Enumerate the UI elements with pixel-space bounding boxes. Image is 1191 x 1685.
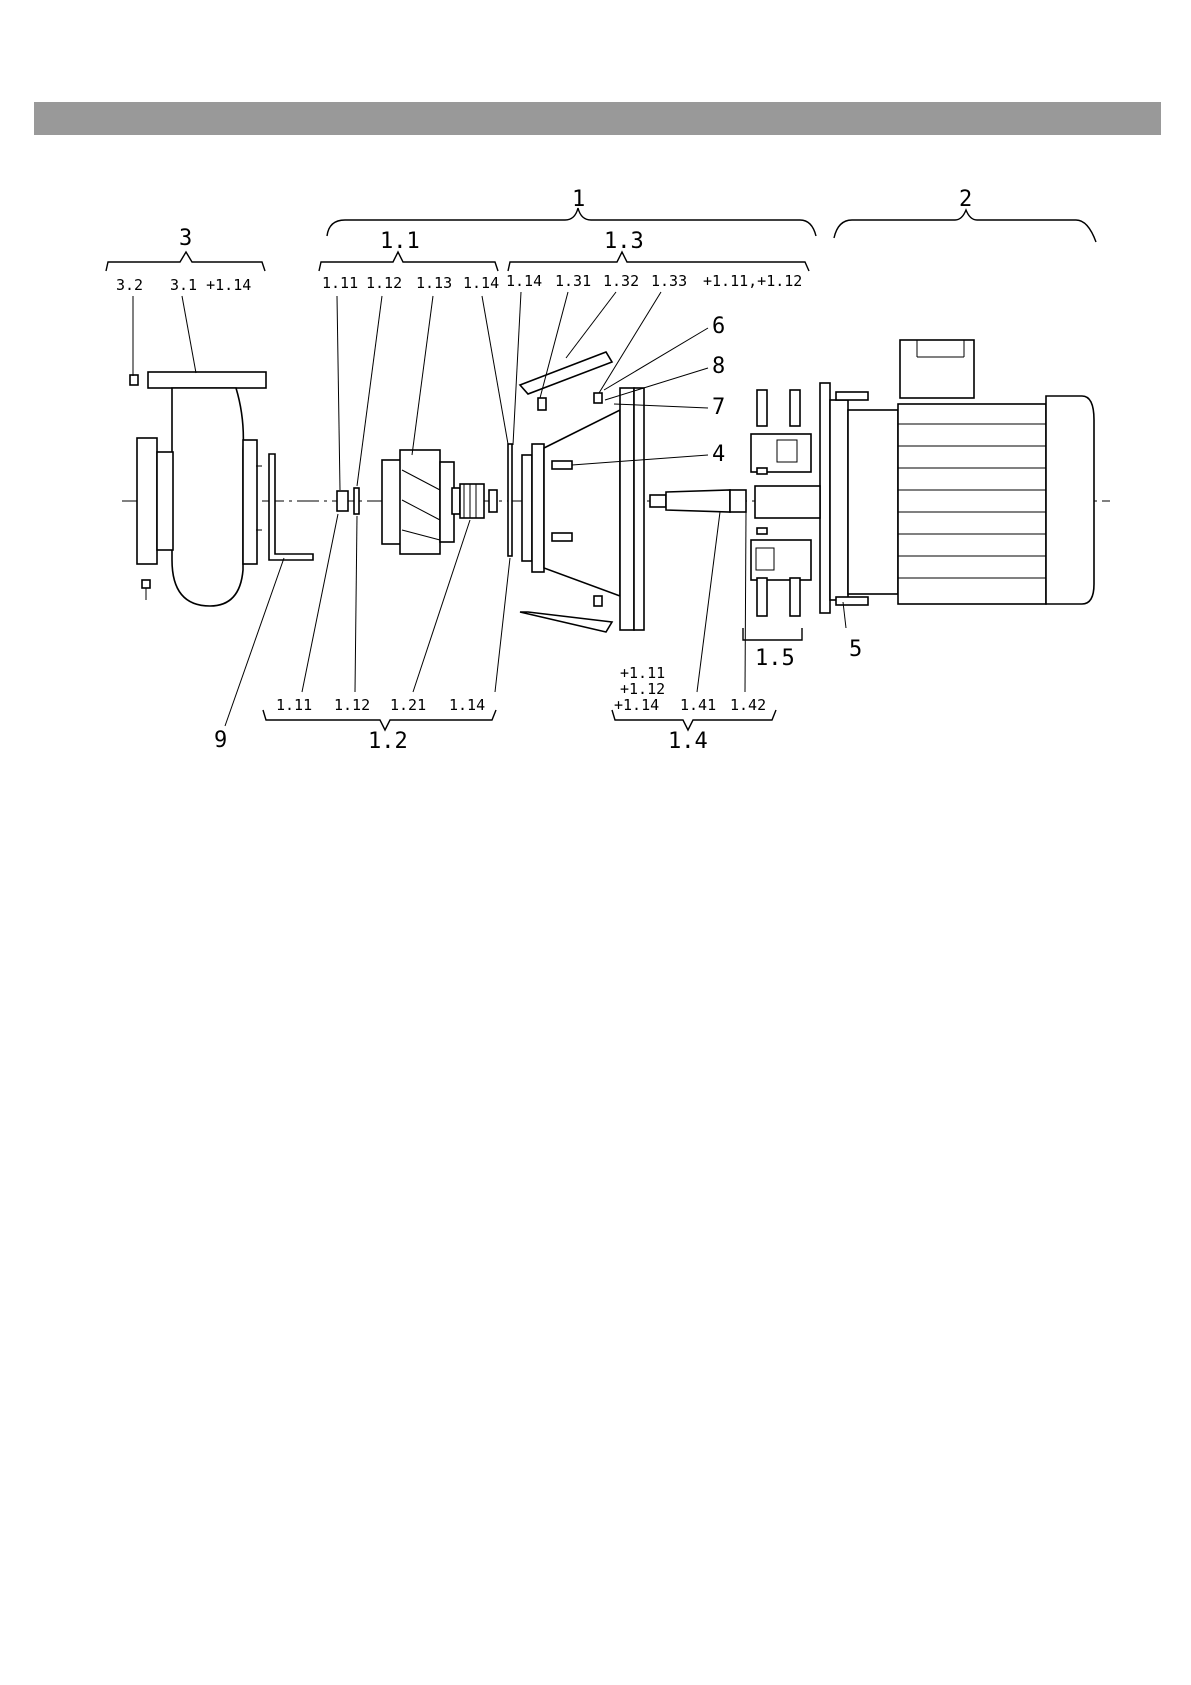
part-1-12-washer bbox=[354, 488, 359, 514]
callout-7: 7 bbox=[712, 395, 725, 420]
brace-group-1-4: 1.4 bbox=[612, 710, 776, 754]
label-1-11-top: 1.11 bbox=[322, 274, 358, 292]
brace-group-1-1: 1.1 bbox=[319, 229, 498, 271]
brace-group-3: 3 bbox=[106, 226, 265, 271]
label-1-33: 1.33 bbox=[651, 272, 687, 290]
callout-4: 4 bbox=[712, 442, 725, 467]
label-plus-1-14: +1.14 bbox=[614, 696, 659, 714]
brace-group-1-3: 1.3 bbox=[508, 229, 809, 271]
impeller bbox=[382, 450, 454, 554]
label-1-32: 1.32 bbox=[603, 272, 639, 290]
label-plus-1-11-1-12: +1.11,+1.12 bbox=[703, 272, 802, 290]
label-1-21: 1.21 bbox=[390, 696, 426, 714]
brace-group-2: 2 bbox=[834, 187, 1096, 242]
label-3-2: 3.2 bbox=[116, 276, 143, 294]
group-label-1-2: 1.2 bbox=[368, 729, 408, 754]
label-1-11-bottom: 1.11 bbox=[276, 696, 312, 714]
part-1-11-nut bbox=[337, 491, 348, 511]
label-3-1: 3.1 +1.14 bbox=[170, 276, 251, 294]
group-label-3: 3 bbox=[179, 226, 192, 251]
label-1-12-bottom: 1.12 bbox=[334, 696, 370, 714]
group-label-1: 1 bbox=[572, 187, 585, 212]
label-1-12-top: 1.12 bbox=[366, 274, 402, 292]
group-label-1-3: 1.3 bbox=[604, 229, 644, 254]
shaft bbox=[650, 490, 746, 512]
o-ring bbox=[508, 444, 512, 556]
callout-8: 8 bbox=[712, 354, 725, 379]
label-1-14-bottom: 1.14 bbox=[449, 696, 485, 714]
label-1-31: 1.31 bbox=[555, 272, 591, 290]
support-bracket bbox=[269, 454, 313, 560]
label-1-14-top-b: 1.14 bbox=[506, 272, 542, 290]
label-1-42: 1.42 bbox=[730, 696, 766, 714]
brace-group-1-2: 1.2 bbox=[263, 710, 496, 754]
brace-group-1-5: 1.5 bbox=[743, 628, 802, 671]
group-label-1-4: 1.4 bbox=[668, 729, 708, 754]
label-1-13-top: 1.13 bbox=[416, 274, 452, 292]
label-1-14-top-a: 1.14 bbox=[463, 274, 499, 292]
label-1-41: 1.41 bbox=[680, 696, 716, 714]
pump-casing bbox=[130, 372, 266, 606]
mechanical-seal bbox=[452, 484, 497, 518]
callout-5: 5 bbox=[849, 637, 862, 662]
callout-6: 6 bbox=[712, 314, 725, 339]
group-label-1-5: 1.5 bbox=[755, 646, 795, 671]
callout-9: 9 bbox=[214, 728, 227, 753]
group-label-2: 2 bbox=[959, 187, 972, 212]
group-label-1-1: 1.1 bbox=[380, 229, 420, 254]
